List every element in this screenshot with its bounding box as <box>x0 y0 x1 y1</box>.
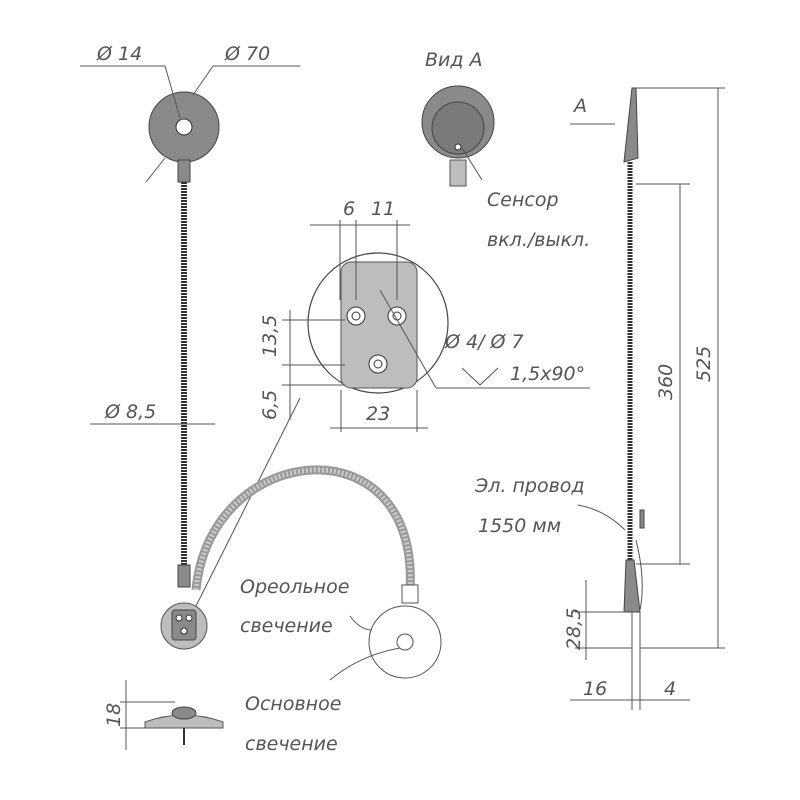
dim-13-5: 13,5 <box>259 315 281 357</box>
view-a: Вид А Сенсор вкл./выкл. <box>421 49 590 251</box>
lamp-center <box>175 118 193 136</box>
dim-6: 6 <box>343 198 355 220</box>
dim-dia14: Ø 14 <box>96 43 142 65</box>
dim-11: 11 <box>371 198 395 220</box>
dim-6-5: 6,5 <box>259 390 281 420</box>
main-light-label-2: свечение <box>245 733 338 755</box>
front-view: Ø 14 Ø 70 Ø 8,5 <box>80 43 301 650</box>
dim-18: 18 <box>103 703 125 727</box>
dim-4: 4 <box>664 678 676 700</box>
wire-label-2: 1550 мм <box>478 515 561 537</box>
dim-16: 16 <box>583 678 607 700</box>
sensor-button <box>454 143 462 151</box>
sensor-label-2: вкл./выкл. <box>487 229 590 251</box>
wire-label: Эл. провод <box>474 475 585 497</box>
side-view: А 360 525 Эл. провод 1550 мм 28,5 16 4 <box>474 87 725 710</box>
side-view-bottom: 18 <box>103 680 224 750</box>
mount-detail: 6 11 13,5 6,5 23 Ø 4/ Ø 7 1,5x90° <box>259 198 590 432</box>
view-a-arrow-label: А <box>572 95 587 117</box>
halo-label-2: свечение <box>240 615 333 637</box>
dim-holes: Ø 4/ Ø 7 <box>444 331 524 353</box>
dim-countersink: 1,5x90° <box>510 363 585 385</box>
view-a-title: Вид А <box>425 49 483 71</box>
dim-dia8-5: Ø 8,5 <box>104 401 156 423</box>
halo-label: Ореольное <box>240 576 349 598</box>
bent-lamp: Ореольное свечение Основное свечение <box>191 465 442 755</box>
dim-dia70: Ø 70 <box>224 43 270 65</box>
dim-525: 525 <box>693 346 715 382</box>
dim-23: 23 <box>366 403 390 425</box>
main-light-label: Основное <box>245 693 341 715</box>
sensor-label: Сенсор <box>487 189 559 211</box>
dim-360: 360 <box>655 364 677 400</box>
dim-28-5: 28,5 <box>563 608 585 650</box>
